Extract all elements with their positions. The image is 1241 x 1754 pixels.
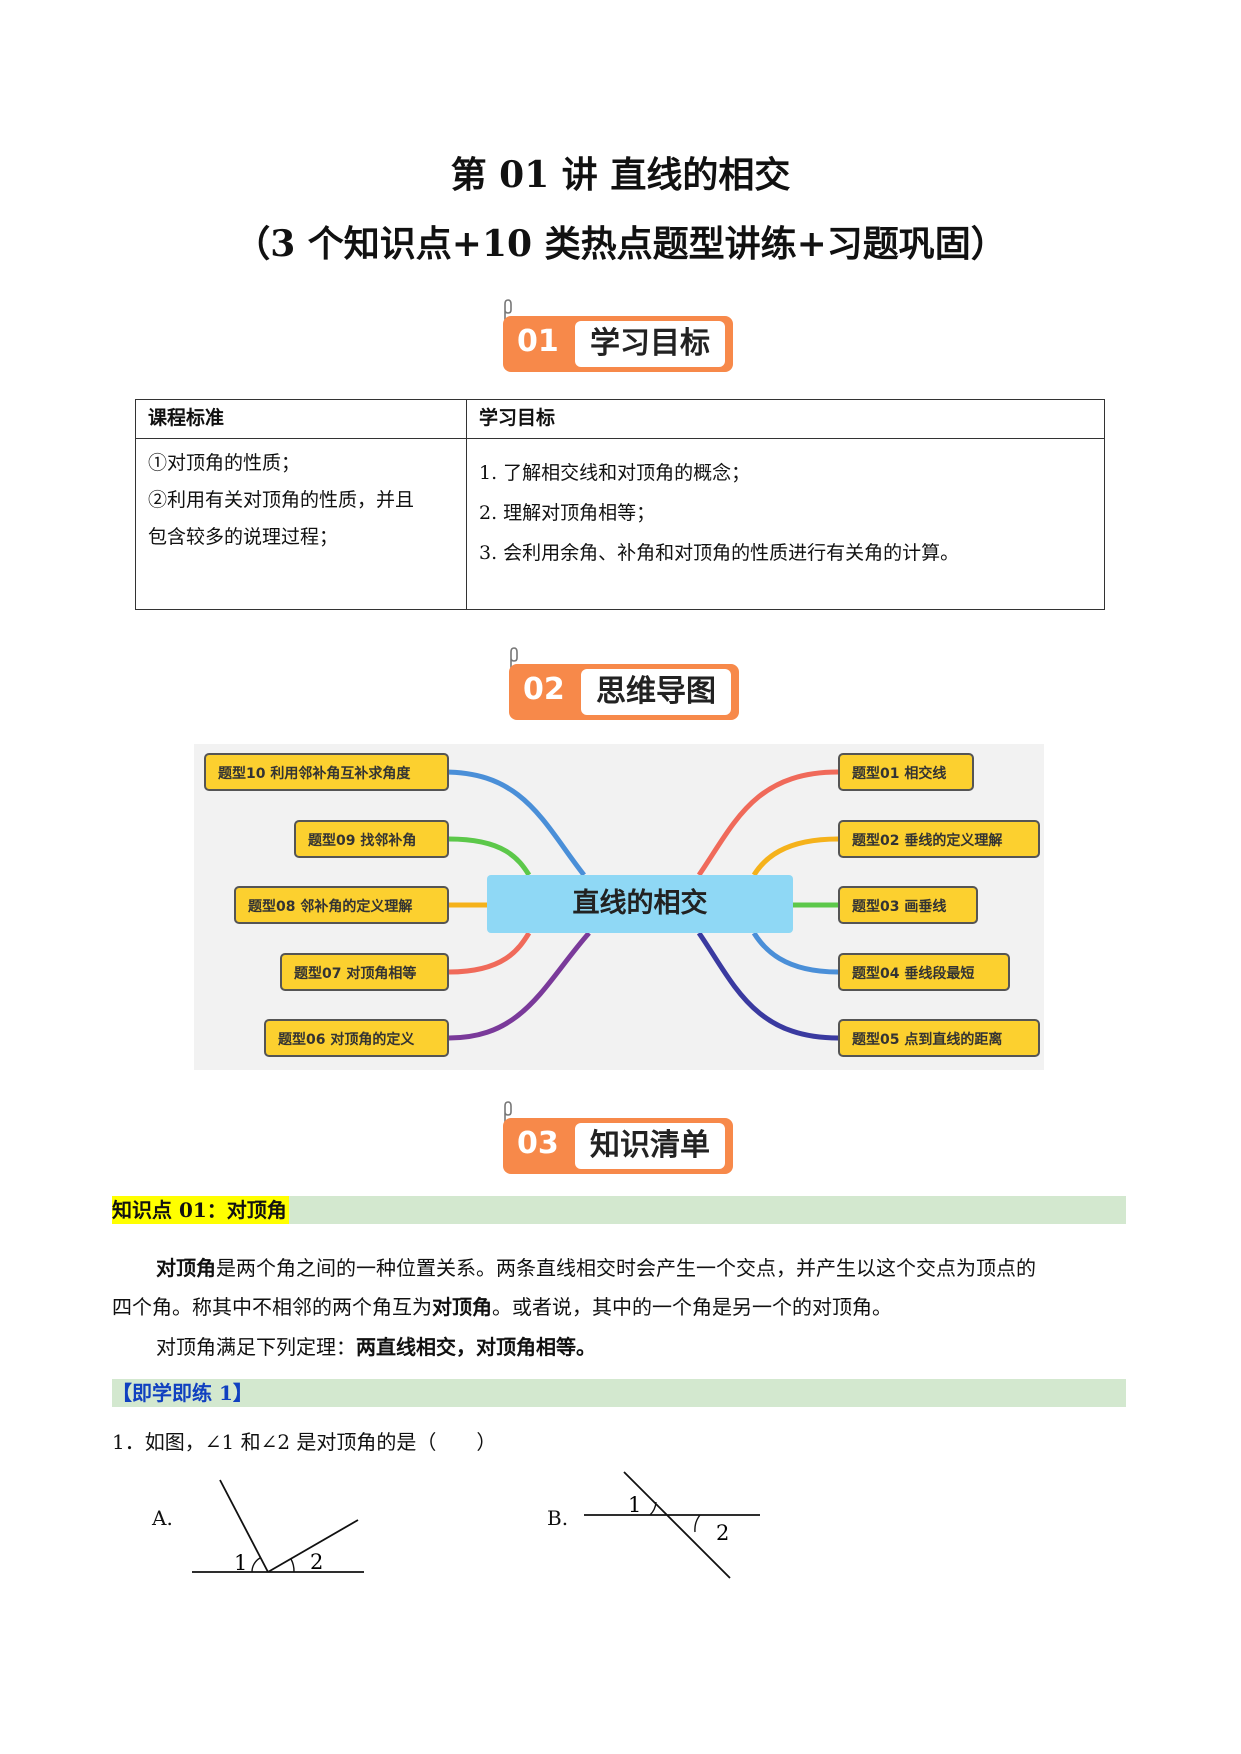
knowledge-paragraph: 四个角。称其中不相邻的两个角互为对顶角。或者说，其中的一个角是另一个的对顶角。 [112, 1288, 1126, 1327]
option-a-label[interactable]: A. [152, 1506, 173, 1530]
mindmap-node: 题型04 垂线段最短 [838, 953, 1010, 991]
goals-header-standard: 课程标准 [135, 399, 467, 439]
mindmap-node: 题型08 邻补角的定义理解 [234, 886, 449, 924]
badge-label: 知识清单 [575, 1123, 725, 1169]
paperclip-icon [504, 299, 512, 324]
badge-label: 学习目标 [575, 321, 725, 367]
paragraph-text: 对顶角满足下列定理： [156, 1335, 356, 1359]
goals-standards-cell: ①对顶角的性质； ②利用有关对顶角的性质，并且 包含较多的说理过程； [135, 438, 467, 610]
badge-number: 02 [523, 672, 565, 707]
question-1: 1．如图，∠1 和∠2 是对顶角的是（ ） [112, 1430, 497, 1454]
branch-line [443, 769, 586, 877]
knowledge-paragraph: 对顶角是两个角之间的一种位置关系。两条直线相交时会产生一个交点，并产生以这个交点… [112, 1249, 1126, 1288]
practice-heading-bar: 【即学即练 1】 [112, 1379, 1126, 1407]
angle-label-2: 2 [310, 1550, 323, 1574]
section-badge-goals: 01 学习目标 [503, 299, 743, 374]
standard-item: ②利用有关对顶角的性质，并且 [148, 489, 415, 511]
branch-line [448, 931, 532, 975]
angle-label-1: 1 [234, 1551, 247, 1575]
practice-heading: 【即学即练 1】 [112, 1381, 253, 1405]
theorem-paragraph: 对顶角满足下列定理：两直线相交，对顶角相等。 [112, 1328, 1126, 1367]
mindmap-node: 题型09 找邻补角 [294, 820, 449, 858]
mindmap-node: 题型02 垂线的定义理解 [838, 820, 1040, 858]
page-title: 第 01 讲 直线的相交 [450, 154, 791, 196]
branch-line [696, 769, 839, 877]
option-a-figure: 1 2 [192, 1479, 364, 1575]
badge-number: 03 [517, 1126, 559, 1161]
goals-objectives-cell: 1. 了解相交线和对顶角的概念； 2. 理解对顶角相等； 3. 会利用余角、补角… [466, 438, 1105, 610]
paperclip-icon [510, 647, 518, 672]
option-b-figure: 1 2 [584, 1471, 760, 1579]
mind-map-branches [443, 769, 839, 1041]
mindmap-node: 题型06 对顶角的定义 [264, 1019, 449, 1057]
mindmap-node: 题型01 相交线 [838, 753, 974, 791]
badge-number: 01 [517, 324, 559, 359]
mind-map: 题型10 利用邻补角互补求角度 题型09 找邻补角 题型08 邻补角的定义理解 … [194, 744, 1044, 1070]
theorem-text: 两直线相交，对顶角相等。 [356, 1335, 596, 1359]
objective-item: 2. 理解对顶角相等； [479, 502, 656, 524]
badge-label: 思维导图 [581, 669, 731, 715]
mindmap-node: 题型05 点到直线的距离 [838, 1019, 1040, 1057]
standard-item: 包含较多的说理过程； [148, 526, 339, 548]
angle-label-2: 2 [716, 1521, 729, 1545]
paragraph-text: 四个角。称其中不相邻的两个角互为 [112, 1295, 432, 1319]
knowledge-heading: 知识点 01：对顶角 [112, 1196, 289, 1224]
mindmap-node: 题型03 画垂线 [838, 886, 978, 924]
term-vertical-angle: 对顶角 [156, 1256, 216, 1280]
standard-item: ①对顶角的性质； [148, 452, 301, 474]
mindmap-center: 直线的相交 [487, 875, 793, 933]
goals-header-objective: 学习目标 [466, 399, 1105, 439]
paperclip-icon [504, 1101, 512, 1126]
option-b-label[interactable]: B. [547, 1506, 569, 1530]
branch-line [448, 931, 591, 1041]
paragraph-text: 。或者说，其中的一个角是另一个的对顶角。 [492, 1295, 892, 1319]
objective-item: 1. 了解相交线和对顶角的概念； [479, 462, 751, 484]
knowledge-heading-bar: 知识点 01：对顶角 [112, 1196, 1126, 1224]
mindmap-node: 题型10 利用邻补角互补求角度 [204, 753, 449, 791]
angle-label-1: 1 [628, 1493, 641, 1517]
branch-line [751, 836, 839, 877]
term-vertical-angle: 对顶角 [432, 1295, 492, 1319]
branch-line [696, 931, 839, 1041]
goals-table: 课程标准 学习目标 ①对顶角的性质； ②利用有关对顶角的性质，并且 包含较多的说… [135, 399, 1105, 610]
branch-line [448, 836, 532, 877]
mindmap-node: 题型07 对顶角相等 [280, 953, 449, 991]
branch-line [751, 931, 839, 975]
objective-item: 3. 会利用余角、补角和对顶角的性质进行有关角的计算。 [479, 542, 960, 564]
section-badge-knowledge: 03 知识清单 [503, 1101, 743, 1176]
section-badge-mindmap: 02 思维导图 [509, 647, 749, 722]
page-subtitle: （3 个知识点+10 类热点题型讲练+习题巩固） [234, 223, 1007, 265]
paragraph-text: 是两个角之间的一种位置关系。两条直线相交时会产生一个交点，并产生以这个交点为顶点… [216, 1256, 1036, 1280]
